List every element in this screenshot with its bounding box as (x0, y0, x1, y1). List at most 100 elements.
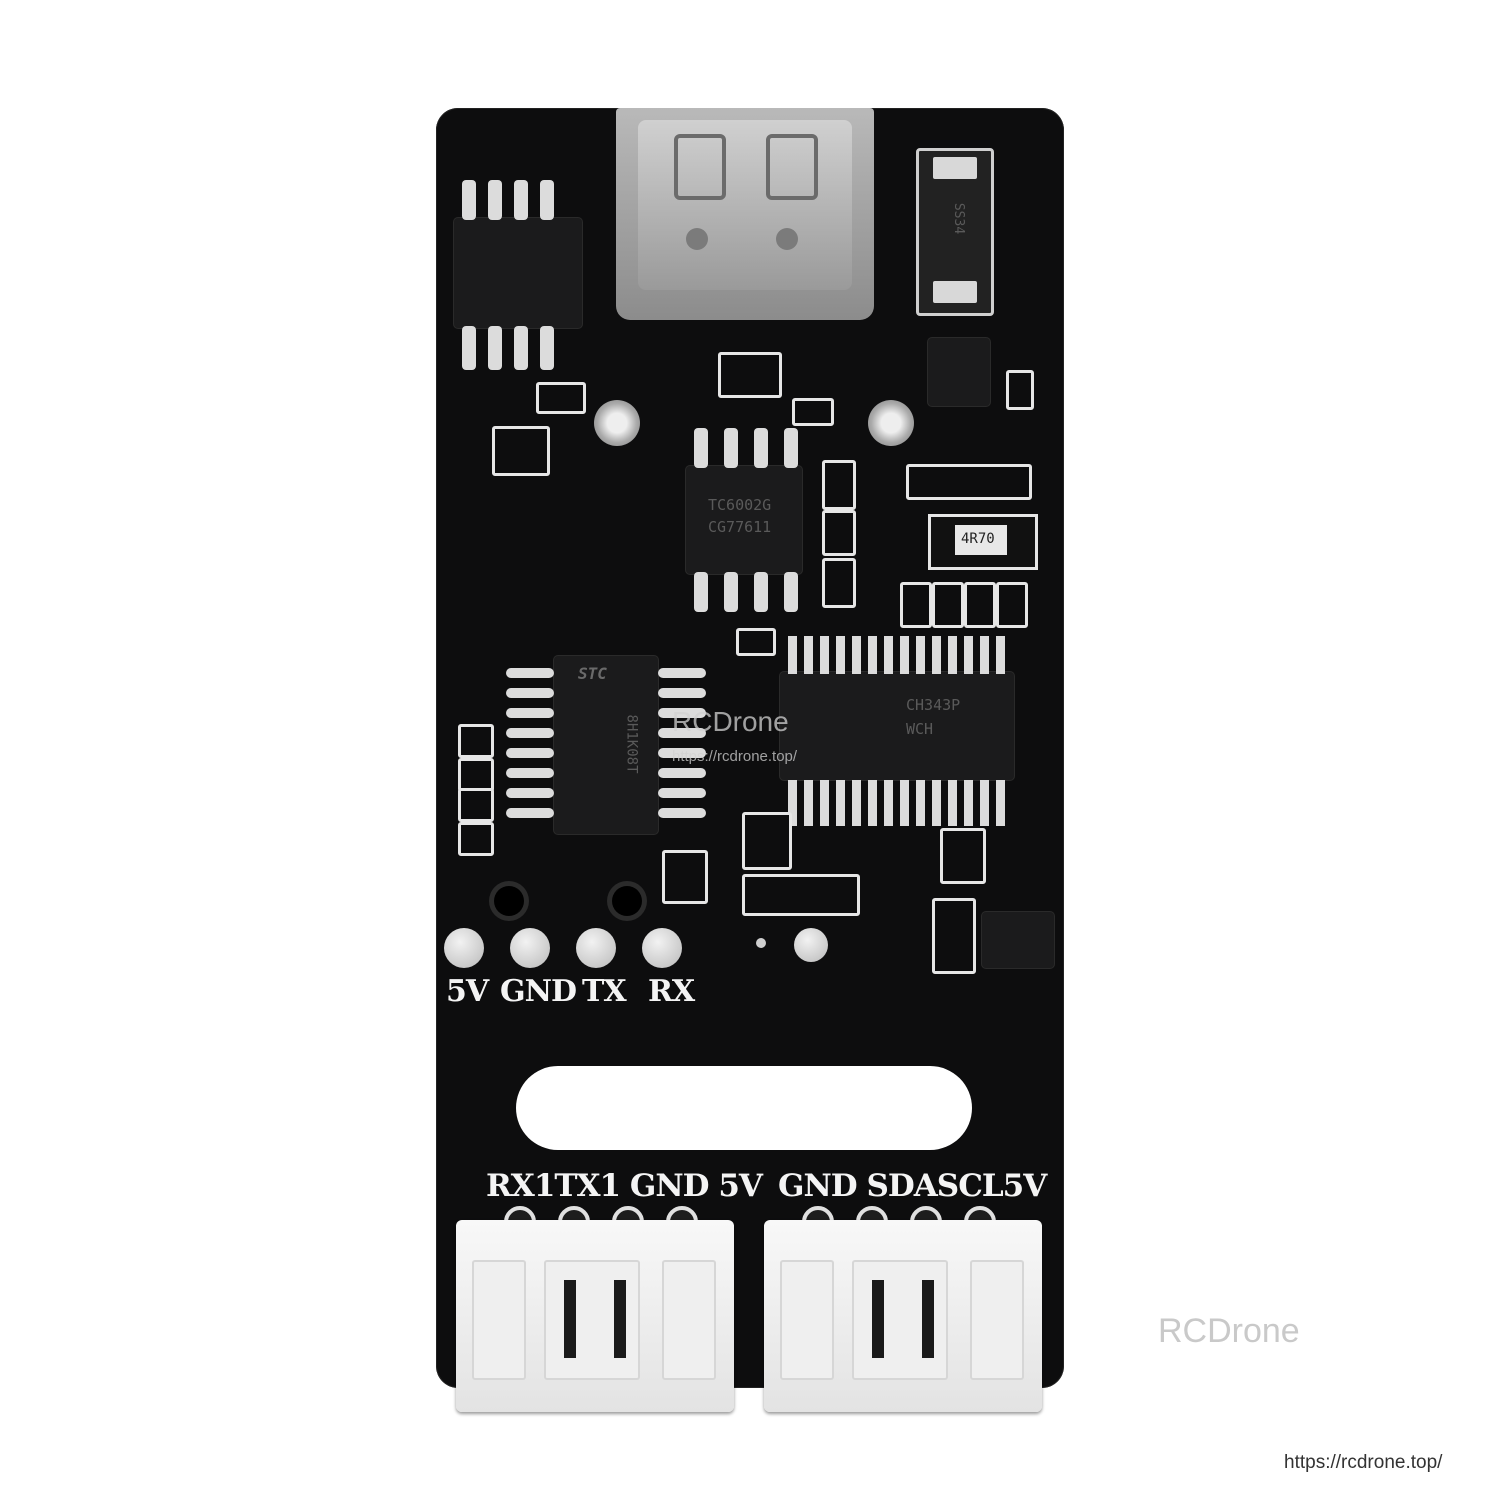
chip-pin-row (788, 636, 1006, 674)
ch-chip-line: WCH (906, 720, 934, 738)
uart-connector[interactable] (456, 1220, 734, 1412)
chip-pin (658, 728, 706, 738)
usb-rivet (776, 228, 798, 250)
through-hole (612, 886, 642, 916)
smd-component (792, 398, 834, 426)
smd-component (536, 382, 586, 414)
smd-component (822, 558, 856, 608)
pad-rx[interactable] (642, 928, 682, 968)
chip-pin (462, 326, 476, 370)
chip-pin (506, 788, 554, 798)
stc-chip-line: 8H1K08T (623, 714, 640, 774)
through-hole (494, 886, 524, 916)
resistor-body: 4R70 (955, 525, 1007, 555)
connector-latch (564, 1280, 576, 1358)
smd-component (822, 460, 856, 510)
smd-component (718, 352, 782, 398)
chip-pin (784, 572, 798, 612)
smd-component (458, 758, 494, 792)
power-chip: TC6002G CG77611 (686, 466, 802, 574)
silk-connector-left-labels: RX1TX1 GND 5V (486, 1168, 763, 1204)
test-pad (794, 928, 828, 962)
smd-component (458, 788, 494, 822)
connector-bay (780, 1260, 834, 1380)
chip-pin (506, 668, 554, 678)
smd-component (900, 582, 932, 628)
pcb-board: SS34 TC6002G CG77611 4R70 STC 8H1K08T (436, 108, 1064, 1412)
chip-pin (754, 428, 768, 468)
chip-pin (506, 708, 554, 718)
silk-label-gnd: GND (500, 974, 577, 1009)
connector-bay (472, 1260, 526, 1380)
pad-5v[interactable] (444, 928, 484, 968)
board-watermark-brand: RCDrone (672, 706, 789, 737)
diode-pad (933, 157, 977, 179)
chip-pin (724, 572, 738, 612)
page-watermark-brand: RCDrone (1158, 1312, 1300, 1350)
chip-pin (658, 688, 706, 698)
smd-component (458, 724, 494, 758)
smd-component (996, 582, 1028, 628)
usb-c-shell (638, 120, 852, 290)
page-watermark-url: https://rcdrone.top/ (1284, 1452, 1443, 1473)
smd-component (742, 812, 792, 870)
silk-label-5v: 5V (446, 974, 489, 1009)
chip-pin (658, 748, 706, 758)
chip-pin (506, 728, 554, 738)
via (756, 938, 766, 948)
chip-pin (506, 808, 554, 818)
smd-component (940, 828, 986, 884)
smd-component (932, 898, 976, 974)
usb-serial-chip: CH343P WCH (780, 672, 1014, 780)
smd-diode (906, 464, 1032, 500)
chip-pin (694, 428, 708, 468)
power-chip-line: TC6002G (708, 496, 772, 514)
silk-connector-right-labels: GND SDASCL5V (778, 1168, 1047, 1204)
resistor-marking: 4R70 (961, 531, 995, 547)
chip-pin (658, 768, 706, 778)
chip-pin (540, 180, 554, 220)
smd-component (736, 628, 776, 656)
board-watermark-url: https://rcdrone.top/ (672, 748, 798, 765)
connector-bay (970, 1260, 1024, 1380)
chip-pin (540, 326, 554, 370)
chip-pin (514, 326, 528, 370)
connector-latch (872, 1280, 884, 1358)
usb-c-port[interactable] (616, 108, 874, 320)
diode-marking: SS34 (951, 202, 967, 235)
connector-bay (662, 1260, 716, 1380)
i2c-connector[interactable] (764, 1220, 1042, 1412)
chip-pin-row (788, 780, 1006, 826)
smd-component (1006, 370, 1034, 410)
chip-pin (754, 572, 768, 612)
chip-pin (506, 748, 554, 758)
silk-label-tx: TX (582, 974, 627, 1009)
chip-pin (658, 808, 706, 818)
chip-pin (488, 326, 502, 370)
chip-pin (658, 708, 706, 718)
chip-pin (658, 668, 706, 678)
smd-component (964, 582, 996, 628)
connector-latch (922, 1280, 934, 1358)
chip-pin (506, 768, 554, 778)
chip-pin (658, 788, 706, 798)
mount-screw (868, 400, 914, 446)
chip-pin (694, 572, 708, 612)
chip-pin (488, 180, 502, 220)
connector-latch (614, 1280, 626, 1358)
transistor (982, 912, 1054, 968)
usb-rivet (686, 228, 708, 250)
chip-pin (784, 428, 798, 468)
chip-pin (506, 688, 554, 698)
smd-component (458, 822, 494, 856)
pad-tx[interactable] (576, 928, 616, 968)
usb-pad (674, 134, 726, 200)
power-chip-line: CG77611 (708, 518, 772, 536)
smd-component (742, 874, 860, 916)
chip-pin (724, 428, 738, 468)
board-slot-cutout (516, 1066, 972, 1150)
smd-component (822, 510, 856, 556)
flash-chip (454, 218, 582, 328)
pad-gnd[interactable] (510, 928, 550, 968)
silk-label-rx: RX (648, 974, 695, 1009)
